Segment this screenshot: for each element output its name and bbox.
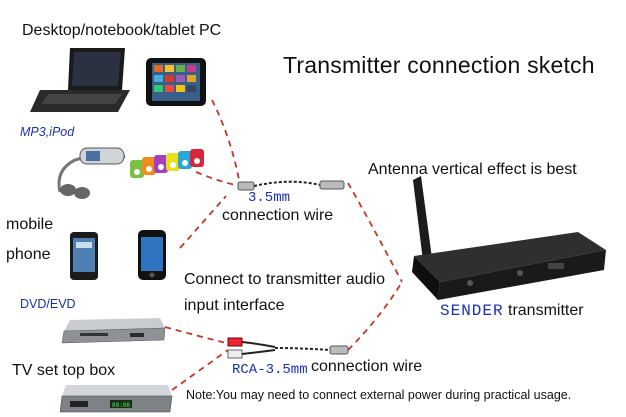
laptop-icon bbox=[30, 48, 130, 112]
sender-label: transmitter bbox=[508, 302, 584, 319]
cable-3-5mm bbox=[237, 180, 345, 191]
label-pc: Desktop/notebook/tablet PC bbox=[22, 22, 222, 39]
wire2-label: connection wire bbox=[311, 358, 423, 375]
tablet-icon bbox=[146, 58, 206, 106]
connect-text-2: input interface bbox=[184, 297, 285, 314]
ipod-icons bbox=[130, 149, 204, 178]
transmitter-device-icon bbox=[412, 176, 606, 300]
iphone-icon bbox=[138, 230, 166, 280]
line-mp3 bbox=[195, 171, 241, 187]
set-top-box-icon: 88:88 bbox=[59, 385, 173, 413]
wire1-spec: 3.5mm bbox=[248, 190, 291, 206]
antenna-text: Antenna vertical effect is best bbox=[368, 161, 577, 178]
sender-brand: SENDER bbox=[440, 302, 504, 320]
line-mobile bbox=[179, 195, 227, 249]
dvd-player-icon bbox=[61, 318, 166, 344]
svg-text:88:88: 88:88 bbox=[112, 402, 130, 409]
cable-rca bbox=[227, 337, 349, 359]
mp3-player-icon bbox=[57, 147, 126, 199]
label-mobile-1: mobile bbox=[6, 216, 54, 233]
label-tv: TV set top box bbox=[12, 362, 116, 379]
label-mobile-2: phone bbox=[6, 246, 51, 263]
wire2-spec: RCA-3.5mm bbox=[232, 362, 308, 378]
line-dvd bbox=[164, 326, 227, 344]
note-text: Note:You may need to connect external po… bbox=[186, 388, 572, 402]
line-wire2-to-sender bbox=[347, 281, 403, 351]
line-pc bbox=[211, 99, 241, 186]
connect-text-1: Connect to transmitter audio bbox=[184, 271, 385, 288]
dashed-lines bbox=[164, 99, 403, 391]
wire1-label: connection wire bbox=[222, 207, 334, 224]
android-phone-icon bbox=[70, 232, 98, 280]
diagram-title: Transmitter connection sketch bbox=[283, 52, 595, 78]
line-tv bbox=[171, 349, 229, 391]
label-mp3: MP3,iPod bbox=[20, 125, 75, 139]
label-dvd: DVD/EVD bbox=[20, 297, 76, 311]
line-wire1-to-sender bbox=[347, 182, 403, 283]
